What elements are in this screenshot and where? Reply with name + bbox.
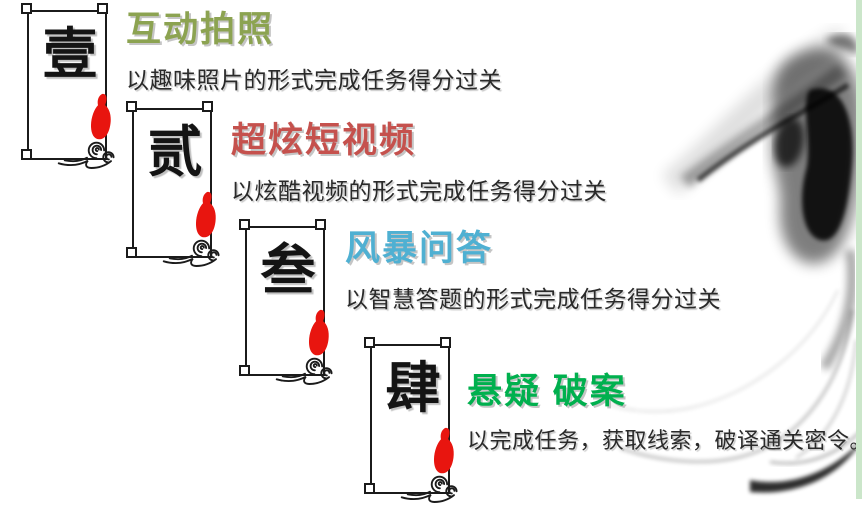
ink-seal-icon <box>432 427 458 475</box>
section-title: 超炫短视频 <box>231 121 417 160</box>
step-text-1: 互动拍照 以趣味照片的形式完成任务得分过关 <box>126 10 502 95</box>
card-frame <box>132 108 212 258</box>
page-edge-strip <box>856 0 862 499</box>
card-frame <box>370 344 450 494</box>
section-title: 风暴问答 <box>345 229 494 268</box>
section-description: 以完成任务，获取线索，破译通关密令。 <box>467 428 862 454</box>
ink-seal-icon <box>194 191 220 239</box>
section-description: 以智慧答题的形式完成任务得分过关 <box>345 286 721 313</box>
slide-canvas: 壹 贰 叁 肆 互动拍照 以趣味照片的形式完成任务得分过关 <box>20 0 862 499</box>
cloud-icon <box>159 233 225 269</box>
cloud-icon <box>54 135 120 171</box>
section-title: 互动拍照 <box>126 10 275 49</box>
step-card-3: 叁 <box>238 219 348 399</box>
step-card-1: 壹 <box>20 3 130 183</box>
corner-knob-icon <box>97 3 108 14</box>
card-numeral: 贰 <box>147 122 203 183</box>
card-numeral: 叁 <box>260 240 316 301</box>
section-description: 以趣味照片的形式完成任务得分过关 <box>126 67 502 94</box>
section-description: 以炫酷视频的形式完成任务得分过关 <box>231 178 607 205</box>
cloud-icon <box>272 351 338 387</box>
corner-knob-icon <box>440 337 451 348</box>
card-numeral: 肆 <box>385 358 441 419</box>
step-card-4: 肆 <box>363 337 473 517</box>
corner-knob-icon <box>21 149 32 160</box>
corner-knob-icon <box>364 483 375 494</box>
corner-knob-icon <box>202 101 213 112</box>
step-card-2: 贰 <box>125 101 235 281</box>
card-frame <box>245 226 325 376</box>
ink-seal-icon <box>89 93 115 141</box>
step-text-2: 超炫短视频 以炫酷视频的形式完成任务得分过关 <box>231 121 607 206</box>
corner-knob-icon <box>239 365 250 376</box>
corner-knob-icon <box>364 337 375 348</box>
card-numeral: 壹 <box>42 24 98 85</box>
section-title: 悬疑 破案 <box>467 372 627 411</box>
cloud-icon <box>397 469 463 505</box>
corner-knob-icon <box>315 219 326 230</box>
corner-knob-icon <box>239 219 250 230</box>
step-text-4: 悬疑 破案 以完成任务，获取线索，破译通关密令。 <box>467 372 862 455</box>
corner-knob-icon <box>126 247 137 258</box>
corner-knob-icon <box>21 3 32 14</box>
card-frame <box>27 10 107 160</box>
step-text-3: 风暴问答 以智慧答题的形式完成任务得分过关 <box>345 229 721 314</box>
corner-knob-icon <box>126 101 137 112</box>
ink-seal-icon <box>307 309 333 357</box>
